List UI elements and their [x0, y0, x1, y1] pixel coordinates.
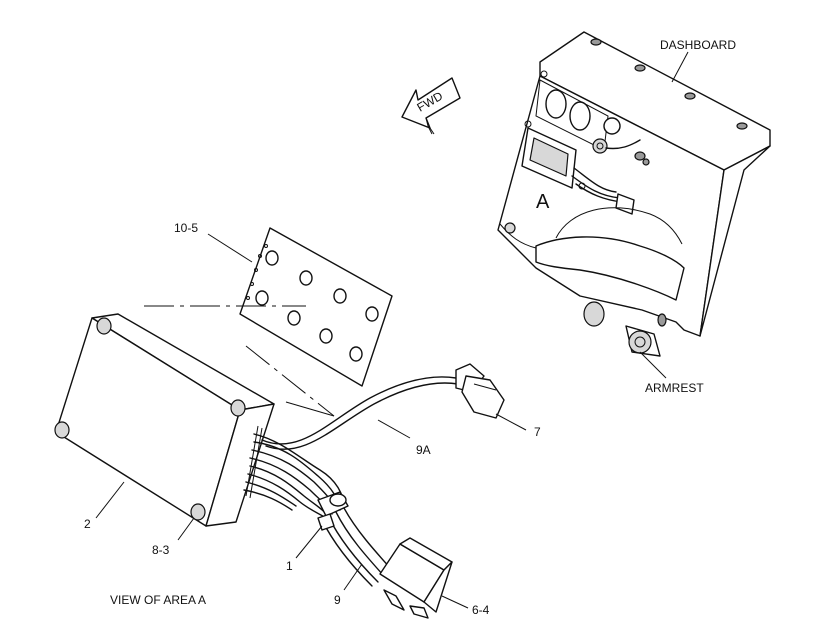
controller-module [54, 313, 275, 527]
part-9a-callout: 9A [377, 419, 431, 457]
alignment-centerline [144, 305, 335, 417]
part-6-4-callout: 6-4 [441, 595, 490, 617]
part-7-label: 7 [534, 425, 541, 439]
part-9a-label: 9A [416, 443, 431, 457]
part-9-label: 9 [334, 593, 341, 607]
dashboard-label: DASHBOARD [660, 38, 736, 52]
part-8-3-callout: 8-3 [152, 517, 195, 557]
part-9-callout: 9 [334, 563, 363, 607]
area-a-marker: A [536, 191, 550, 213]
part-8-3-label: 8-3 [152, 543, 170, 557]
part-1-label: 1 [286, 559, 293, 573]
connector-6-4 [379, 537, 453, 619]
part-6-4-label: 6-4 [472, 603, 490, 617]
plate-callout: 10-5 [174, 221, 253, 263]
forward-arrow-icon: FWD [401, 77, 461, 135]
dashboard-callout: DASHBOARD [660, 38, 736, 83]
part-1-callout: 1 [286, 525, 323, 573]
part-7-callout: 7 [495, 413, 541, 439]
armrest-label: ARMREST [645, 381, 704, 395]
connector-7 [455, 363, 505, 419]
part-10-5-label: 10-5 [174, 221, 198, 235]
part-2-callout: 2 [84, 481, 125, 531]
wiring-harness [243, 376, 459, 587]
view-caption: VIEW OF AREA A [110, 593, 206, 607]
part-2-label: 2 [84, 517, 91, 531]
armrest-callout: ARMREST [639, 351, 704, 395]
dashboard-assembly [497, 31, 771, 357]
mounting-plate [239, 227, 393, 387]
